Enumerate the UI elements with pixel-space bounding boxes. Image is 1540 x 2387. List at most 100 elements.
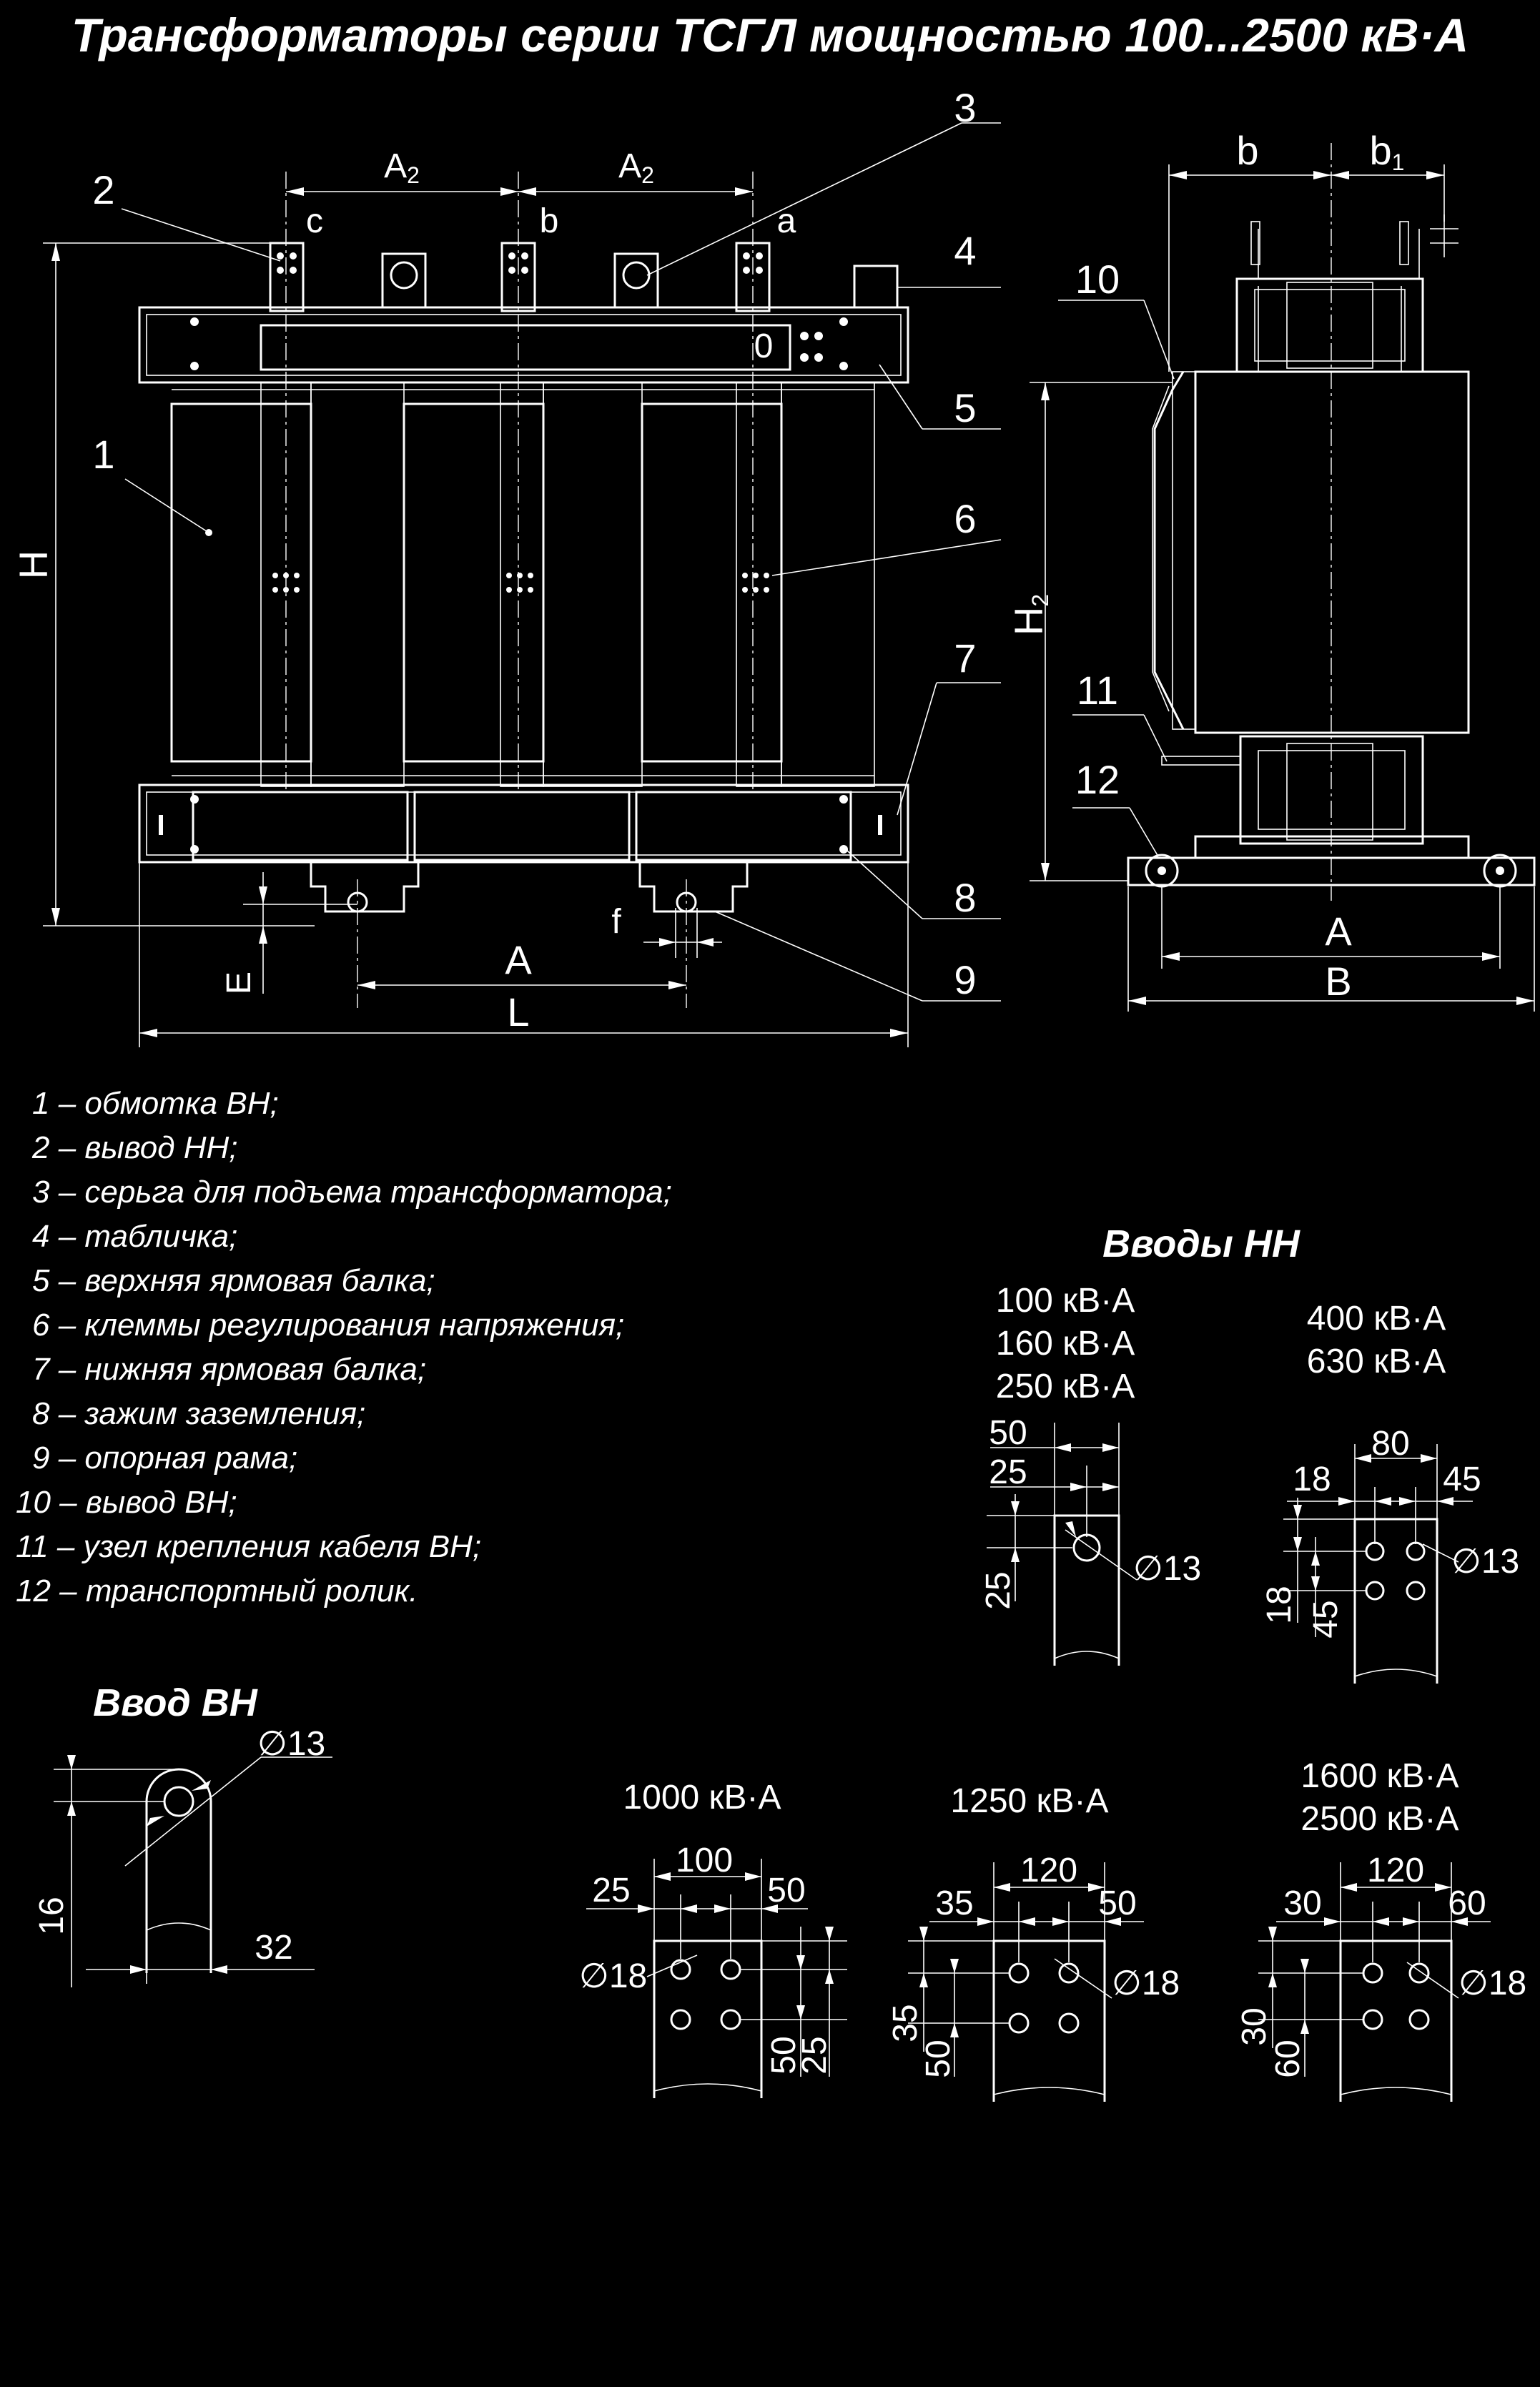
legend-item-2: 2 – вывод НН; [31,1130,238,1165]
legend-item-6: 6 – клеммы регулирования напряжения; [32,1308,624,1343]
vn-dim-32: 32 [255,1929,292,1967]
dim-b1: b [1370,128,1392,173]
page-title: Трансформаторы серии ТСГЛ мощностью 100.… [71,9,1469,61]
front-view: A2 A2 c b a 0 H E f A [11,85,1002,1047]
nn-detail-1600-2500: 1600 кВ·А 2500 кВ·А 120 30 60 30 60 [1235,1757,1526,2102]
nn2-dim-45-v: 45 [1307,1600,1345,1638]
g3-dim-25-v: 25 [796,2036,834,2074]
nn1-dim-25-v: 25 [979,1571,1017,1609]
rating-160: 160 кВ·А [996,1325,1135,1363]
phase-c-label: c [306,202,323,240]
dim-a2-left-sub: 2 [407,162,420,188]
nn-detail-100-250: 100 кВ·А 160 кВ·А 250 кВ·А 25 50 25 ∅13 [979,1282,1201,1666]
nn-detail-400-630: 400 кВ·А 630 кВ·А 80 18 45 18 45 [1260,1300,1519,1684]
legend-item-7: 7 – нижняя ярмовая балка; [32,1352,426,1387]
g4-dim-35: 35 [935,1884,973,1922]
nn-detail-1250: 1250 кВ·А 120 35 50 35 50 ∅18 [887,1782,1180,2102]
svg-text:H2: H2 [1006,594,1053,636]
legend-item-3: 3 – серьга для подъема трансформатора; [32,1175,672,1210]
nn1-hole: ∅13 [1133,1550,1201,1588]
callout-2: 2 [92,167,114,212]
callout-3: 3 [954,85,976,130]
rating-630: 630 кВ·А [1307,1343,1446,1380]
rating-100: 100 кВ·А [996,1282,1135,1320]
callout-7: 7 [954,636,976,681]
rating-1600: 1600 кВ·А [1300,1757,1458,1795]
legend-item-9: 9 – опорная рама; [32,1440,297,1476]
legend-item-12: 12 – транспортный ролик. [16,1573,418,1608]
g4-hole: ∅18 [1112,1965,1180,2002]
vn-dim-16: 16 [33,1897,71,1934]
nn2-dim-45-h: 45 [1443,1461,1481,1498]
callout-11: 11 [1077,668,1118,713]
dim-h2-sub: 2 [1027,594,1053,607]
g3-dim-100: 100 [676,1842,733,1879]
front-callouts: 1 2 3 4 5 6 7 8 9 [92,85,1002,1002]
callout-10: 10 [1075,257,1120,302]
svg-text:A2: A2 [384,147,420,188]
nn-detail-1000: 1000 кВ·А 100 25 50 50 25 ∅18 [579,1779,847,2098]
legend-item-11: 11 – узел крепления кабеля ВН; [16,1529,481,1564]
g4-dim-120: 120 [1020,1852,1077,1889]
dim-h: H [11,550,56,579]
g4-dim-50-v: 50 [919,2040,957,2077]
dim-f: f [611,903,621,941]
g3-hole: ∅18 [579,1957,647,1995]
g5-dim-60-v: 60 [1269,2040,1307,2077]
g3-dim-25: 25 [592,1872,630,1909]
dim-b-side: b [1236,128,1258,173]
dim-a-side: A [1325,909,1352,954]
nn2-dim-18-v: 18 [1260,1586,1298,1624]
dim-a2-right: A [618,147,641,185]
dim-e: E [220,972,258,994]
g4-dim-35-v: 35 [887,2004,924,2042]
svg-text:A2: A2 [618,147,654,188]
g4-dim-50: 50 [1098,1884,1136,1922]
nn1-dim-50: 50 [989,1414,1027,1452]
nn-inputs-heading: Вводы НН [1102,1222,1300,1265]
phase-b-label: b [540,202,559,240]
callout-1: 1 [92,432,114,477]
callout-8: 8 [954,875,976,920]
side-view: b b1 H2 A B 10 11 12 [1006,128,1536,1012]
callout-4: 4 [954,228,976,273]
dim-b1-sub: 1 [1392,149,1405,175]
vn-input-detail: Ввод ВН 16 32 ∅13 [33,1681,332,1987]
callout-6: 6 [954,496,976,541]
g3-dim-50-v: 50 [765,2036,803,2074]
legend-item-8: 8 – зажим заземления; [32,1396,365,1431]
callout-9: 9 [954,957,976,1002]
nn1-dim-25-h: 25 [989,1453,1027,1491]
g5-dim-120: 120 [1367,1852,1424,1889]
vn-input-heading: Ввод ВН [93,1681,258,1724]
dim-h2: H [1006,607,1051,636]
nn2-dim-80: 80 [1371,1425,1409,1463]
legend: 1 – обмотка ВН; 2 – вывод НН; 3 – серьга… [16,1086,672,1608]
dim-b-side-overall: B [1325,959,1351,1004]
legend-item-10: 10 – вывод ВН; [16,1485,237,1520]
legend-item-1: 1 – обмотка ВН; [32,1086,279,1121]
dim-a2-right-sub: 2 [641,162,654,188]
rating-2500: 2500 кВ·А [1300,1800,1458,1838]
g5-dim-30-v: 30 [1235,2007,1273,2045]
g5-dim-60: 60 [1448,1884,1486,1922]
phase-a-label: a [777,202,796,240]
nn2-hole: ∅13 [1451,1543,1519,1581]
neutral-label: 0 [754,327,774,365]
legend-item-4: 4 – табличка; [32,1219,237,1254]
dim-a2-left: A [384,147,407,185]
g3-dim-50: 50 [767,1872,805,1909]
vn-hole: ∅13 [257,1725,325,1763]
g5-hole: ∅18 [1458,1965,1526,2002]
nn2-dim-18-h: 18 [1293,1461,1331,1498]
legend-item-5: 5 – верхняя ярмовая балка; [32,1263,435,1298]
rating-1250: 1250 кВ·А [950,1782,1108,1820]
g5-dim-30: 30 [1283,1884,1321,1922]
svg-text:b1: b1 [1370,128,1405,175]
dim-l: L [507,989,529,1034]
dim-a-front: A [505,937,532,982]
callout-5: 5 [954,385,976,430]
rating-250: 250 кВ·А [996,1368,1135,1405]
callout-12: 12 [1075,757,1120,802]
